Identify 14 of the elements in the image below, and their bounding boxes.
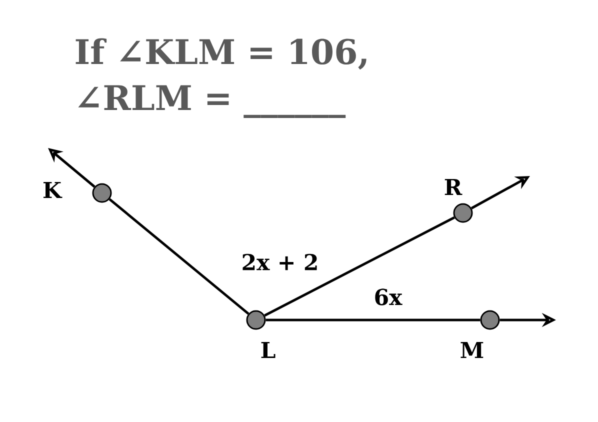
line-segment xyxy=(266,318,480,322)
question-text: If ∠KLM = 106, ∠RLM = ______ xyxy=(76,38,366,118)
angle-label: 2x + 2 xyxy=(242,254,317,270)
line-segment xyxy=(108,198,250,315)
point xyxy=(480,310,500,330)
point-label: R xyxy=(444,178,462,196)
point xyxy=(453,203,473,223)
angle-label: 6x xyxy=(375,288,402,306)
point-label: K xyxy=(43,182,62,198)
point-label: M xyxy=(460,342,484,358)
line-segment xyxy=(264,216,455,317)
point xyxy=(92,183,112,203)
point-label: L xyxy=(261,342,276,358)
point xyxy=(246,310,266,330)
